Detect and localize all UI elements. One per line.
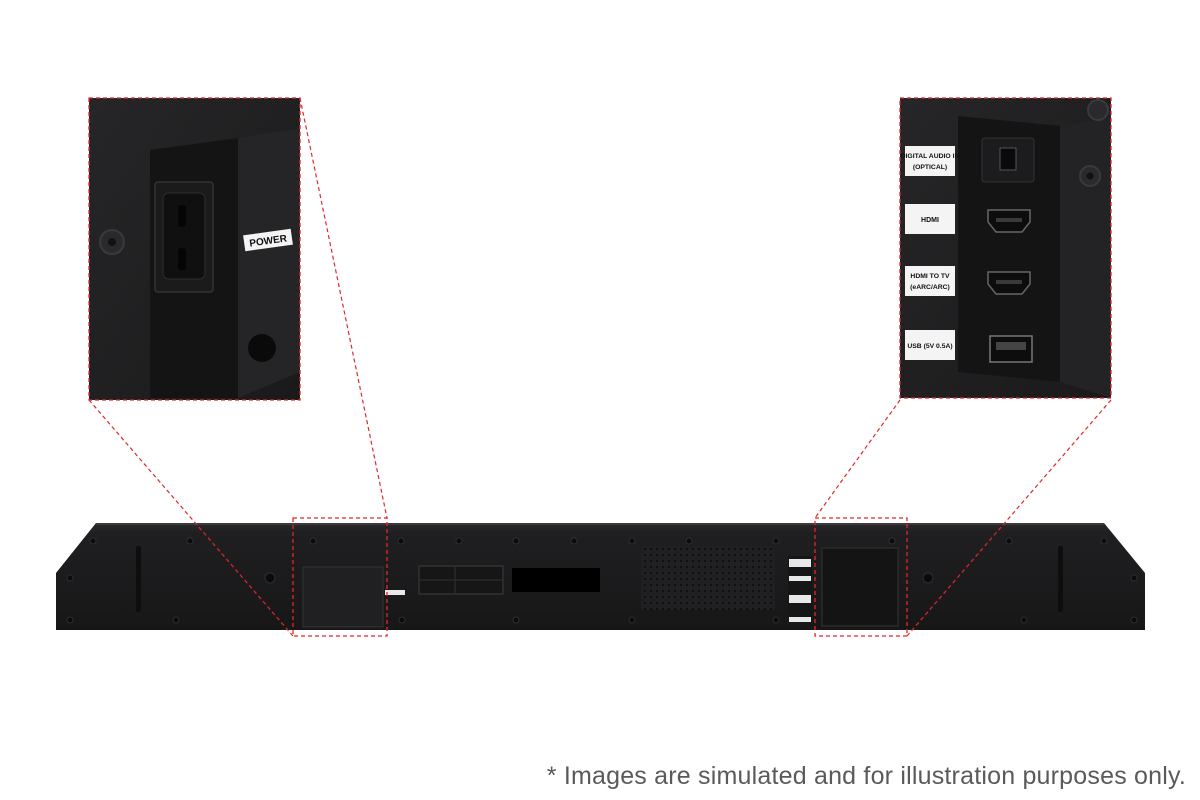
highlight-power-area bbox=[292, 517, 388, 637]
port-label-usb: USB (5V 0.5A) bbox=[905, 330, 955, 360]
svg-text:DIGITAL AUDIO IN: DIGITAL AUDIO IN bbox=[901, 153, 960, 160]
mounting-hole bbox=[248, 334, 276, 362]
port-label-hdmi: HDMI bbox=[905, 204, 955, 234]
rail-left bbox=[136, 546, 141, 612]
screw-row bbox=[66, 537, 1138, 624]
screw-icon bbox=[99, 229, 125, 255]
power-port-recess bbox=[302, 566, 384, 628]
power-label-tag: POWER bbox=[243, 228, 293, 252]
soundbar-body bbox=[56, 523, 1145, 630]
hdmi-arc-port-icon bbox=[987, 271, 1031, 295]
svg-text:HDMI TO TV: HDMI TO TV bbox=[910, 273, 950, 280]
vent-grille bbox=[641, 546, 775, 610]
callout-connectors bbox=[88, 97, 1112, 637]
svg-text:HDMI: HDMI bbox=[921, 217, 939, 224]
mini-power-label bbox=[385, 590, 405, 595]
svg-text:USB (5V 0.5A): USB (5V 0.5A) bbox=[907, 343, 952, 350]
screw-icon bbox=[1079, 99, 1109, 187]
soundbar-rear bbox=[56, 523, 1145, 630]
rail-right bbox=[1058, 546, 1063, 612]
serial-sticker bbox=[512, 568, 600, 592]
svg-text:(OPTICAL): (OPTICAL) bbox=[913, 164, 947, 171]
highlight-ports-area bbox=[814, 517, 908, 637]
highlight-frame bbox=[899, 97, 1112, 399]
optical-port-icon bbox=[981, 137, 1035, 183]
disclaimer-text: * Images are simulated and for illustrat… bbox=[546, 762, 1186, 790]
ports-recess bbox=[821, 547, 899, 627]
power-socket-icon bbox=[154, 181, 214, 293]
port-panel bbox=[958, 116, 1060, 382]
right-callout: DIGITAL AUDIO IN (OPTICAL) HDMI HDMI TO … bbox=[899, 97, 1112, 399]
hdmi-port-icon bbox=[987, 209, 1031, 233]
usb-port-icon bbox=[989, 335, 1033, 363]
power-label: POWER bbox=[249, 233, 289, 249]
svg-text:(eARC/ARC): (eARC/ARC) bbox=[910, 284, 950, 291]
port-label-hdmi-to-tv: HDMI TO TV (eARC/ARC) bbox=[905, 266, 955, 296]
highlight-frame bbox=[88, 97, 301, 401]
port-label-optical: DIGITAL AUDIO IN (OPTICAL) bbox=[901, 146, 960, 176]
left-callout: POWER bbox=[88, 97, 301, 401]
